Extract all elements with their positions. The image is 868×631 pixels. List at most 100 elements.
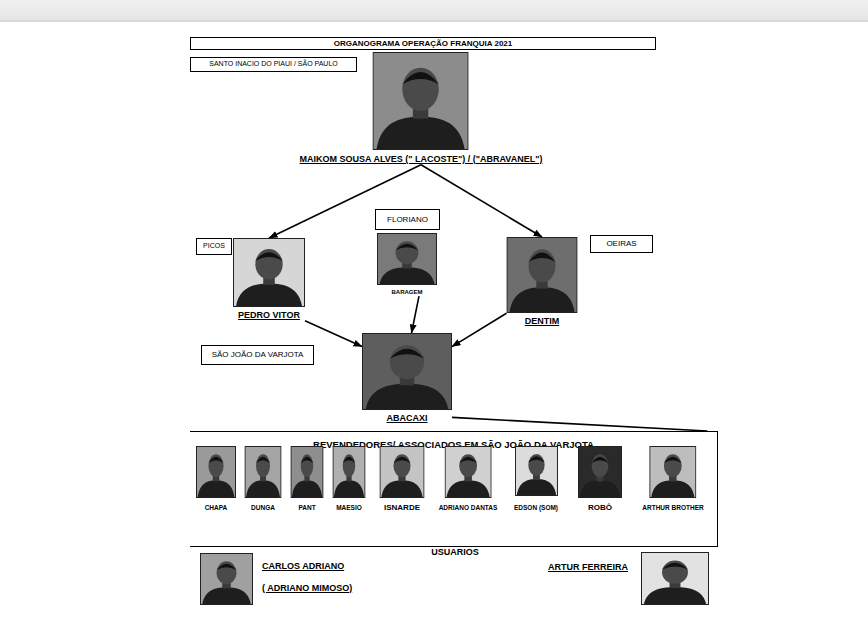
location-box: OEIRAS (590, 235, 653, 253)
person-name: MAESIO (336, 504, 362, 512)
user-card: CARLOS ADRIANO ( ADRIANO MIMOSO) (200, 553, 352, 605)
user-name: ( ADRIANO MIMOSO) (262, 583, 352, 594)
photo-background (245, 446, 282, 498)
person-card: ROBÔ (578, 446, 622, 513)
photo-background (196, 446, 236, 498)
photo-shoulders (381, 480, 422, 498)
photo-placeholder (362, 333, 452, 410)
photo-placeholder (578, 446, 622, 498)
person-card: MAESIO (333, 446, 366, 512)
location-name: OEIRAS (606, 239, 636, 249)
person-card: ABACAXI (362, 333, 452, 424)
person-name: PEDRO VITOR (238, 310, 300, 321)
photo-hair (662, 563, 688, 570)
photo-placeholder (245, 446, 282, 498)
person-card: PEDRO VITOR (233, 238, 305, 321)
photo-head (662, 560, 688, 583)
user-card: ARTUR FERREIRA (548, 552, 709, 605)
photo-placeholder (200, 553, 253, 605)
photo-placeholder (377, 233, 437, 285)
photo-shoulders (644, 587, 707, 605)
photo-frame (333, 447, 365, 498)
photo-head (393, 454, 410, 477)
photo-shoulders (580, 480, 620, 498)
person-name: EDSON (SOM) (514, 504, 558, 512)
photo-frame (197, 447, 236, 498)
photo-placeholder (291, 446, 324, 498)
photo-frame (363, 334, 452, 410)
location-box: SÃO JOÃO DA VARJOTA (201, 345, 314, 365)
photo-frame (579, 447, 622, 498)
connector-arrow (305, 321, 362, 347)
location-box: FLORIANO (375, 209, 440, 230)
photo-hair (393, 457, 410, 464)
person-card: CHAPA (196, 446, 236, 512)
photo-background (291, 446, 324, 498)
photo-background (333, 446, 366, 498)
person-name: ROBÔ (588, 503, 612, 513)
photo-head (459, 454, 477, 477)
person-card: BARAGEM (377, 233, 437, 296)
photo-placeholder (233, 238, 305, 307)
person-name: DUNGA (251, 504, 275, 512)
photo-hair (390, 349, 424, 359)
photo-head (256, 454, 270, 477)
location-name: SANTO INACIO DO PIAUI / SÃO PAULO (209, 60, 338, 68)
photo-shoulders (377, 117, 465, 150)
photo-head (208, 454, 223, 477)
photo-shoulders (446, 480, 489, 498)
photo-head (664, 454, 682, 477)
photo-hair (208, 457, 223, 464)
photo-placeholder (641, 552, 709, 605)
photo-background (233, 238, 305, 307)
top-bar (0, 0, 868, 22)
photo-head (403, 68, 439, 111)
person-name: ARTHUR BROTHER (642, 504, 703, 512)
photo-head (529, 249, 556, 282)
photo-head (396, 241, 419, 264)
photo-frame (378, 234, 437, 285)
photo-hair (664, 457, 682, 464)
photo-head (390, 345, 424, 379)
photo-placeholder (380, 446, 425, 498)
photo-placeholder (196, 446, 236, 498)
photo-frame (245, 447, 281, 498)
photo-background (362, 333, 452, 410)
photo-frame (650, 447, 696, 498)
person-name: MAIKOM SOUSA ALVES (" LACOSTE") / ("ABRA… (300, 154, 543, 165)
photo-frame (515, 447, 557, 496)
user-name: CARLOS ADRIANO (262, 561, 344, 572)
title: ORGANOGRAMA OPERAÇÃO FRANQUIA 2021 (334, 40, 513, 48)
photo-shoulders (246, 480, 280, 498)
photo-head (255, 249, 282, 279)
photo-frame (445, 447, 491, 498)
photo-head (301, 454, 314, 477)
photo-background (200, 553, 253, 605)
photo-hair (459, 457, 477, 464)
photo-background (380, 446, 425, 498)
photo-shoulders (516, 479, 556, 496)
user-name-column: CARLOS ADRIANO ( ADRIANO MIMOSO) (262, 553, 352, 594)
person-name: BARAGEM (392, 289, 423, 296)
connector-arrow (452, 417, 707, 431)
person-name: ABACAXI (386, 413, 427, 424)
photo-hair (255, 252, 282, 261)
photo-background (373, 52, 469, 150)
person-name: ISNARDE (384, 503, 420, 513)
photo-hair (396, 244, 419, 251)
section-label: USUARIOS (431, 547, 479, 558)
photo-background (578, 446, 622, 498)
photo-background (641, 552, 709, 605)
person-card: DUNGA (245, 446, 282, 512)
photo-shoulders (366, 384, 449, 410)
person-card: ISNARDE (380, 446, 425, 513)
photo-frame (380, 447, 424, 498)
location-box: SANTO INACIO DO PIAUI / SÃO PAULO (190, 57, 357, 72)
location-name: FLORIANO (387, 215, 428, 225)
group-box: REVENDEDORES/ ASSOCIADOS EM SÃO JOÃO DA … (190, 431, 718, 547)
photo-frame (201, 554, 253, 605)
photo-shoulders (292, 480, 322, 498)
photo-hair (528, 456, 544, 462)
photo-shoulders (379, 267, 434, 285)
photo-background (507, 237, 578, 313)
